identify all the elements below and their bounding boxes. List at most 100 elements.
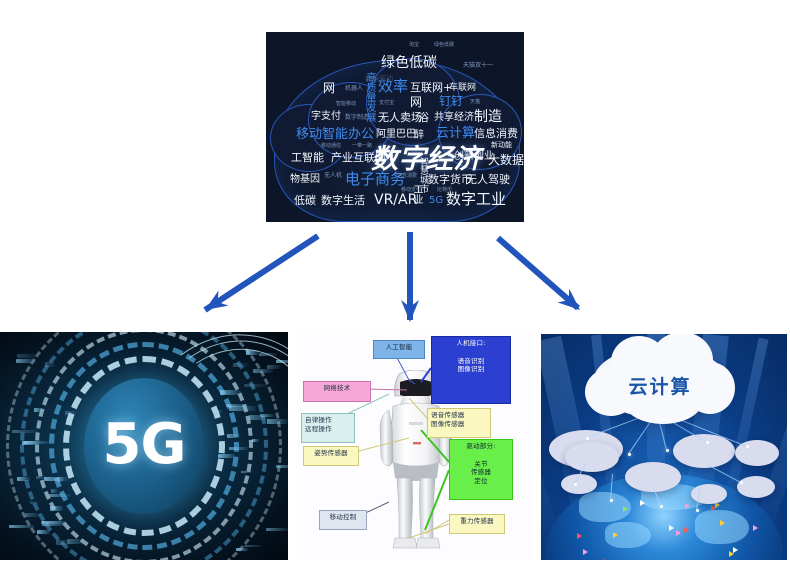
robot-label-drive-part: 驱动部分: 关节 传感器 定位 xyxy=(449,439,513,500)
globe-flag xyxy=(613,532,618,538)
word-cloud-term: 共享经济 xyxy=(434,113,474,123)
word-cloud-term: 钉钉 xyxy=(439,95,463,107)
word-cloud-term: 绿色低碳 xyxy=(381,56,437,70)
five-g-code-block xyxy=(49,494,71,498)
cloud-link-node xyxy=(574,483,577,486)
cloud-link-node xyxy=(740,481,743,484)
arrow-to-cloud xyxy=(498,238,578,308)
small-cloud xyxy=(673,434,735,468)
five-g-code-block xyxy=(17,354,37,357)
word-cloud-term: 一带一路 xyxy=(352,144,372,149)
robot-label-hmi: 人机接口: 语音识别 图像识别 xyxy=(431,336,511,404)
word-cloud-term: 移动通信 xyxy=(321,144,341,149)
five-g-code-block xyxy=(57,477,65,482)
globe-flag xyxy=(753,525,758,531)
globe-flag xyxy=(669,525,674,531)
five-g-code-block xyxy=(25,513,40,517)
cloud-computing-panel: 云计算 xyxy=(541,334,787,560)
word-cloud-term: 新动能 xyxy=(491,142,512,149)
word-cloud-term: 支付宝 xyxy=(379,101,394,106)
globe-flag xyxy=(583,549,588,555)
word-cloud-term: 云计算 xyxy=(436,127,475,140)
word-cloud-term: 工智能 xyxy=(291,152,324,163)
word-cloud-term: 物基因 xyxy=(290,175,320,185)
word-cloud-term: 无人机 xyxy=(324,173,342,179)
cloud-link-node xyxy=(586,437,589,440)
word-cloud-term: 无人卖场 xyxy=(378,112,422,123)
small-cloud xyxy=(565,442,619,472)
globe-flag xyxy=(604,559,609,560)
five-g-code-block xyxy=(45,362,54,366)
word-cloud-term: 智能移动 xyxy=(336,102,356,107)
word-cloud-term: 数字工业 xyxy=(446,192,506,207)
globe-flag xyxy=(733,547,738,553)
word-cloud-term: 绿色低碳 xyxy=(434,43,454,48)
five-g-code-block xyxy=(9,525,34,528)
main-cloud-shape: 云计算 xyxy=(593,346,727,418)
globe-flag xyxy=(577,533,582,539)
five-g-code-block xyxy=(50,506,63,511)
five-g-code-block xyxy=(16,359,36,363)
word-cloud-hero-term: 数字经济 xyxy=(371,146,481,173)
cloud-link-node xyxy=(628,453,631,456)
word-cloud-term: 醉 xyxy=(414,131,424,141)
cloud-link-node xyxy=(660,505,663,508)
cloud-computing-title: 云计算 xyxy=(593,372,727,399)
word-cloud-term: 淘宝 xyxy=(409,43,419,48)
five-g-panel: 5G xyxy=(0,332,288,560)
small-cloud xyxy=(737,476,775,498)
arrow-to-5g-head xyxy=(200,290,228,317)
word-cloud-term: 互联网+ xyxy=(410,82,452,93)
five-g-code-block xyxy=(42,521,66,526)
five-g-code-block xyxy=(17,477,31,480)
globe-flag xyxy=(685,503,690,509)
word-cloud-term: 阿里巴巴 xyxy=(376,130,416,140)
globe-flag xyxy=(684,527,689,533)
globe-flag xyxy=(676,530,681,536)
arrow-to-robot-head xyxy=(401,300,419,322)
word-cloud-term: 浴 xyxy=(418,112,429,123)
five-g-code-block xyxy=(65,411,77,415)
arrow-to-cloud-head xyxy=(557,289,585,317)
five-g-code-block xyxy=(51,489,57,493)
word-cloud-term: 制造 xyxy=(474,110,502,124)
word-cloud-image: 淘宝绿色低碳绿色低碳天猫双十一网机器人效率互联网+车联网数据驱动智能移动支付宝网… xyxy=(266,32,524,222)
word-cloud-term: 比特币 xyxy=(437,188,452,193)
robot-label-move-control: 移动控制 xyxy=(319,510,367,530)
cloud-link-node xyxy=(746,445,749,448)
globe-flag xyxy=(720,520,725,526)
word-cloud-term: 网 xyxy=(323,82,335,94)
globe-flag xyxy=(623,506,628,512)
robot-label-ai: 人工智能 xyxy=(373,340,425,359)
robot-label-network-tech: 网络技术 xyxy=(303,381,371,402)
word-cloud-term-vertical: 高质量发展 xyxy=(364,72,374,122)
cloud-link-node xyxy=(706,441,709,444)
cloud-link-node xyxy=(610,499,613,502)
word-cloud-term: 数字生活 xyxy=(321,195,365,206)
word-cloud-term: 5G xyxy=(429,196,443,206)
five-g-code-block xyxy=(44,477,68,481)
robot-diagram-panel: 人工智能人机接口: 语音识别 图像识别网络技术自律操作 远程操作语音传感器 图像… xyxy=(297,334,533,560)
five-g-code-block xyxy=(30,501,39,504)
five-g-code-block xyxy=(12,430,38,433)
five-g-code-block xyxy=(56,540,71,545)
word-cloud-term: 移动智能办公 xyxy=(296,128,374,141)
word-cloud-term: 低碳 xyxy=(294,195,316,206)
word-cloud-term: 网 xyxy=(410,96,422,108)
globe-flag xyxy=(640,500,645,506)
word-cloud-term: 车联网 xyxy=(449,84,476,93)
robot-label-posture: 姿势传感器 xyxy=(303,446,359,466)
arrow-to-5g xyxy=(205,236,318,310)
five-g-code-block xyxy=(34,408,43,412)
word-cloud-term: 字支付 xyxy=(311,112,341,122)
word-cloud-term: 大数据 xyxy=(488,154,524,166)
word-cloud-term: 机器人 xyxy=(345,86,363,92)
small-cloud xyxy=(561,474,597,494)
cloud-link-node xyxy=(666,449,669,452)
word-cloud-term: 无人驾驶 xyxy=(466,174,510,185)
robot-label-voice-sensor: 语音传感器 图像传感器 xyxy=(427,408,491,438)
word-cloud-term: 天猫 xyxy=(470,100,480,105)
continent-shape xyxy=(695,510,749,544)
cloud-link-node xyxy=(696,509,699,512)
word-cloud-term: 信息消费 xyxy=(474,128,518,139)
